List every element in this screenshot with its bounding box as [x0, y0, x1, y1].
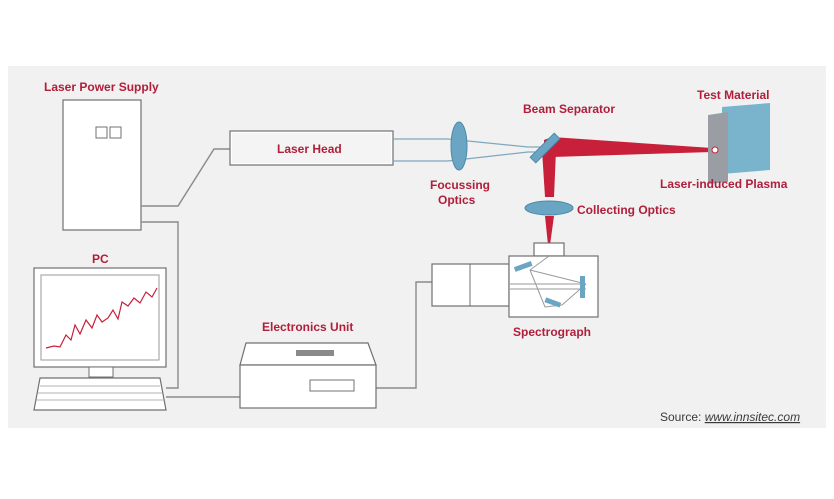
- diagram-panel: [8, 66, 826, 428]
- label-collecting-optics: Collecting Optics: [577, 203, 676, 217]
- cable-electronics-to-spectrograph: [376, 281, 432, 389]
- label-pc: PC: [92, 252, 109, 266]
- electronics-unit: [239, 342, 377, 409]
- source-credit: Source: www.innsitec.com: [660, 410, 800, 424]
- pc: [33, 267, 167, 411]
- laser-head: [229, 130, 394, 166]
- label-laser-induced-plasma: Laser-induced Plasma: [660, 177, 788, 191]
- power-supply-switch-right: [109, 126, 122, 139]
- laser-beam-upper: [393, 138, 540, 148]
- electronics-display: [309, 379, 355, 392]
- beam-separator-mirror: [529, 132, 561, 164]
- spectrograph-mirror-3: [544, 297, 562, 308]
- laser-path-to-collecting-optics: [542, 150, 556, 197]
- cable-supply-to-laser-head: [141, 148, 230, 207]
- laser-path-to-plasma: [544, 137, 712, 157]
- label-spectrograph: Spectrograph: [513, 325, 591, 339]
- label-optics: Optics: [438, 193, 476, 207]
- source-prefix: Source:: [660, 410, 705, 424]
- label-test-material: Test Material: [697, 88, 769, 102]
- pc-keyboard: [33, 377, 167, 411]
- collecting-lens: [524, 200, 574, 216]
- focussing-lens: [450, 121, 468, 171]
- label-focussing: Focussing: [430, 178, 490, 192]
- source-link[interactable]: www.innsitec.com: [705, 410, 800, 424]
- label-electronics-unit: Electronics Unit: [262, 320, 353, 334]
- cable-supply-to-pc: [141, 221, 179, 389]
- label-beam-separator: Beam Separator: [523, 102, 615, 116]
- spectrograph-mirror-2: [580, 276, 585, 298]
- pc-screen-spectrum: [45, 287, 158, 349]
- label-laser-power-supply: Laser Power Supply: [44, 80, 159, 94]
- plasma-spot: [711, 146, 719, 154]
- power-supply-switch-left: [95, 126, 108, 139]
- label-laser-head: Laser Head: [277, 142, 342, 156]
- laser-power-supply: [62, 99, 142, 231]
- test-material: [708, 103, 770, 184]
- spectrograph-mirror-1: [513, 261, 533, 272]
- laser-beam-lower: [393, 151, 540, 162]
- spectrograph: [431, 242, 599, 318]
- laser-path-to-spectrograph: [545, 216, 554, 245]
